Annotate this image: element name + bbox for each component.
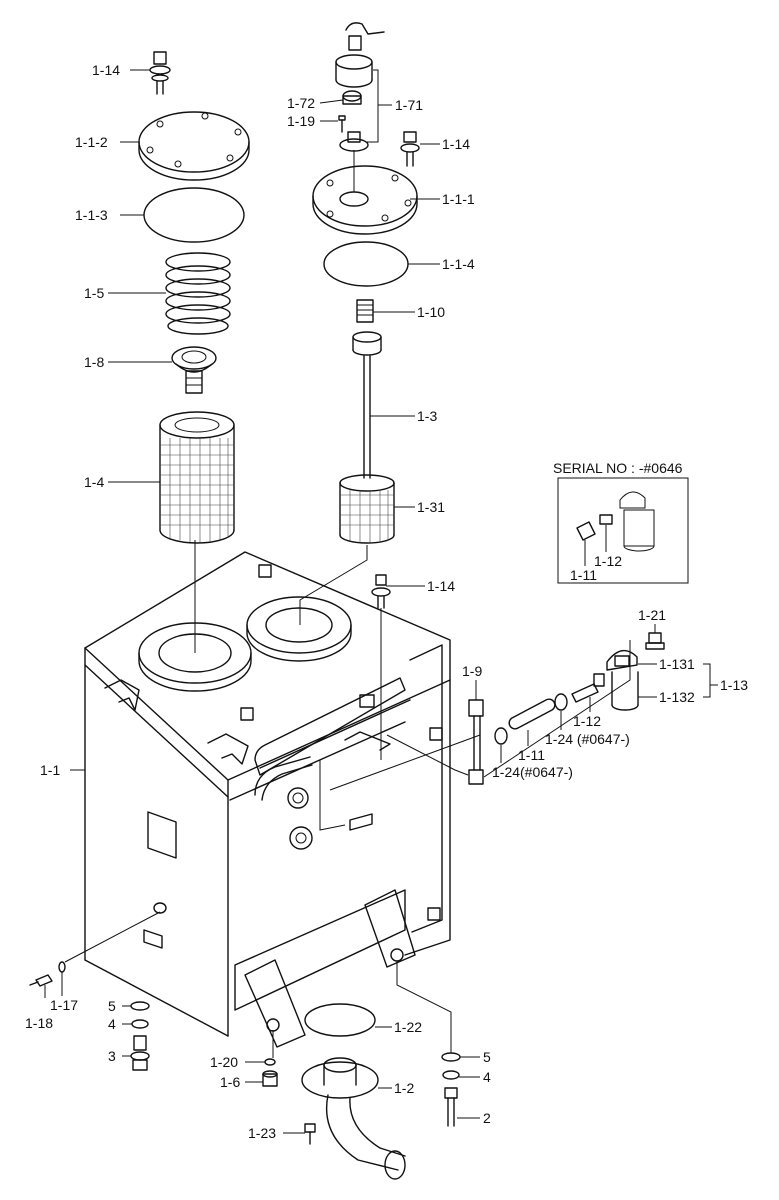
label-1-24-a: 1-24 (#0647-)	[545, 731, 630, 747]
label-1-19: 1-19	[287, 113, 315, 129]
label-1-20: 1-20	[210, 1054, 238, 1070]
gear-1-72	[342, 90, 362, 105]
label-1-18: 1-18	[25, 1015, 53, 1031]
bypass-valve-1-8	[171, 346, 217, 394]
part-labels: 1-14 1-1-2 1-1-3 1-5 1-8 1-4 1-72 1-71 1…	[25, 62, 748, 1141]
cover-plate-1-1-2	[138, 111, 250, 181]
filler-cap-assembly-1-71	[335, 22, 385, 88]
inset-title: SERIAL NO : -#0646	[553, 460, 683, 476]
o-ring-1-1-4	[323, 241, 409, 287]
bolt-3	[130, 1035, 150, 1071]
rod-1-3	[352, 331, 382, 479]
label-1-1-2: 1-1-2	[75, 134, 108, 150]
label-1-23: 1-23	[248, 1125, 276, 1141]
label-1-132: 1-132	[659, 689, 695, 705]
label-1-3: 1-3	[417, 408, 437, 424]
leader-lines	[44, 69, 718, 1134]
drain-plug-1-18	[29, 974, 53, 987]
bolt-2	[444, 1087, 458, 1127]
label-1-12: 1-12	[573, 713, 601, 729]
label-1-6: 1-6	[220, 1074, 240, 1090]
screw-1-19	[338, 115, 346, 133]
label-1-31: 1-31	[417, 499, 445, 515]
spring-1-10	[356, 299, 374, 323]
label-1-13: 1-13	[720, 677, 748, 693]
hydraulic-tank-1-1	[84, 551, 451, 1048]
washer-5-left	[130, 1001, 150, 1011]
label-1-71: 1-71	[395, 97, 423, 113]
fitting-1-21	[645, 632, 665, 650]
label-3: 3	[108, 1048, 116, 1064]
strainer-element-1-4	[159, 411, 235, 544]
o-ring-1-17	[58, 961, 66, 973]
o-ring-1-20	[264, 1058, 276, 1066]
inset-filter-drawing	[576, 491, 655, 552]
label-2: 2	[483, 1110, 491, 1126]
label-1-4: 1-4	[84, 474, 104, 490]
o-ring-1-1-3	[143, 187, 245, 243]
label-1-11: 1-11	[518, 747, 545, 763]
label-5-right: 5	[483, 1049, 491, 1065]
adapter-1-12	[571, 673, 605, 703]
label-1-2: 1-2	[394, 1080, 414, 1096]
washer-5-right	[441, 1052, 461, 1062]
hose-1-11	[508, 698, 556, 730]
label-1-14-center: 1-14	[442, 136, 470, 152]
label-1-17: 1-17	[50, 997, 78, 1013]
label-1-8: 1-8	[84, 354, 104, 370]
label-1-11-inset: 1-11	[570, 567, 597, 583]
label-1-12-inset: 1-12	[594, 553, 622, 569]
label-5-left: 5	[108, 998, 116, 1014]
line-filter-1-13	[606, 649, 639, 711]
label-1-22: 1-22	[394, 1019, 422, 1035]
label-1-14: 1-14	[92, 62, 120, 78]
label-1-21: 1-21	[638, 607, 666, 623]
screw-1-23	[304, 1123, 316, 1145]
label-1-24-b: 1-24(#0647-)	[492, 764, 573, 780]
label-1-1-1: 1-1-1	[442, 191, 475, 207]
label-1-131: 1-131	[659, 656, 695, 672]
label-1-1: 1-1	[40, 762, 60, 778]
suction-pipe-1-2	[301, 1057, 406, 1180]
inset-frame	[557, 477, 689, 584]
bolt-1-14-lower	[371, 574, 391, 609]
strainer-cap-1-71-base	[339, 131, 369, 152]
bolt-1-14-center	[400, 131, 420, 167]
label-1-9: 1-9	[462, 663, 482, 679]
strainer-element-1-31	[339, 474, 395, 544]
plug-1-6	[262, 1070, 278, 1087]
clamp-1-24-b	[554, 693, 568, 711]
label-4-right: 4	[483, 1069, 491, 1085]
bracket-1-71	[366, 69, 379, 143]
gasket-1-22	[304, 1003, 376, 1037]
cover-plate-1-1-1	[312, 150, 418, 235]
label-1-1-3: 1-1-3	[75, 207, 108, 223]
bolt-1-14-top-left	[149, 51, 171, 95]
label-1-10: 1-10	[417, 304, 445, 320]
washer-4-left	[131, 1019, 149, 1029]
label-1-72: 1-72	[287, 95, 315, 111]
label-1-1-4: 1-1-4	[442, 256, 475, 272]
label-4-left: 4	[108, 1016, 116, 1032]
washer-4-right	[442, 1070, 460, 1080]
level-gauge-1-9	[468, 699, 484, 785]
label-1-14-lower: 1-14	[427, 578, 455, 594]
label-1-5: 1-5	[84, 285, 104, 301]
spring-1-5	[165, 252, 231, 335]
clamp-1-24-a	[494, 727, 508, 745]
